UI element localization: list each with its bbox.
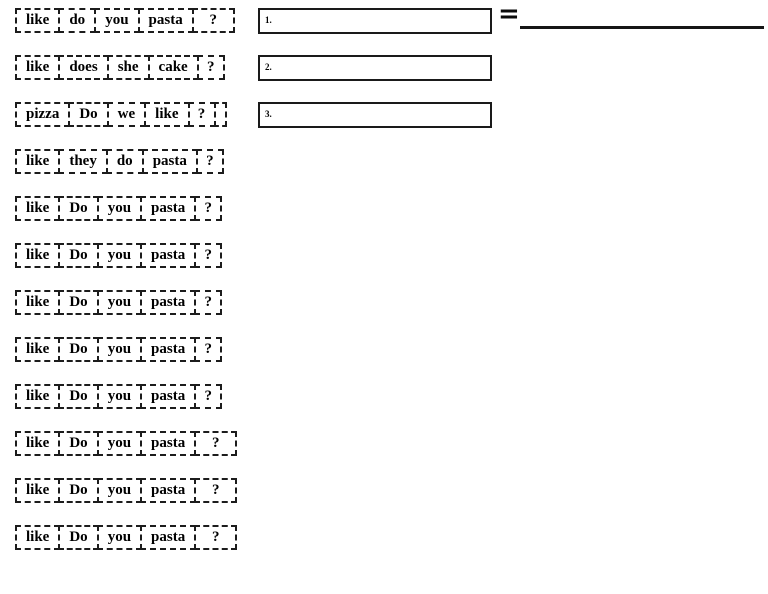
word-tile[interactable]: does <box>58 55 109 80</box>
word-tile[interactable]: cake <box>147 55 199 80</box>
question-mark-tile[interactable]: ? <box>194 478 238 503</box>
word-tile[interactable]: like <box>15 149 61 174</box>
word-tile[interactable]: Do <box>58 337 99 362</box>
word-tile[interactable]: pasta <box>140 525 197 550</box>
word-tile[interactable]: pasta <box>137 8 194 33</box>
word-tile[interactable]: you <box>96 196 143 221</box>
word-tile[interactable]: like <box>15 55 61 80</box>
word-tile[interactable]: you <box>96 384 143 409</box>
word-tile[interactable]: you <box>96 431 143 456</box>
word-tile[interactable]: pasta <box>140 337 197 362</box>
word-tile[interactable]: you <box>96 525 143 550</box>
word-tile[interactable]: pasta <box>140 196 197 221</box>
word-tile[interactable]: like <box>15 525 61 550</box>
word-tile[interactable]: you <box>94 8 140 33</box>
word-tile[interactable]: like <box>15 337 61 362</box>
answer-box-1[interactable]: 1. <box>258 8 492 34</box>
word-tile[interactable]: pizza <box>15 102 71 127</box>
answer-box-number: 2. <box>265 62 272 72</box>
question-mark-tile[interactable]: ? <box>191 8 235 33</box>
word-tile[interactable]: like <box>144 102 190 127</box>
word-tile[interactable]: like <box>15 290 61 315</box>
question-mark-tile[interactable]: ? <box>194 243 223 268</box>
word-tile[interactable]: like <box>15 478 61 503</box>
word-tile[interactable]: pasta <box>140 431 197 456</box>
word-tile[interactable]: we <box>106 102 147 127</box>
answer-box-3[interactable]: 3. <box>258 102 492 128</box>
word-tile[interactable]: you <box>96 290 143 315</box>
word-tile[interactable]: pasta <box>140 290 197 315</box>
word-tile[interactable]: Do <box>58 243 99 268</box>
strip-end-cap <box>213 102 227 127</box>
word-tile[interactable]: like <box>15 384 61 409</box>
word-tile[interactable]: Do <box>58 290 99 315</box>
word-tile[interactable]: she <box>106 55 150 80</box>
word-tile[interactable]: like <box>15 243 61 268</box>
word-tile[interactable]: pasta <box>140 478 197 503</box>
word-tile[interactable]: they <box>58 149 108 174</box>
question-mark-tile[interactable]: ? <box>194 525 238 550</box>
word-tile[interactable]: pasta <box>141 149 198 174</box>
word-tile[interactable]: Do <box>58 196 99 221</box>
word-tile[interactable]: Do <box>58 525 99 550</box>
question-mark-tile[interactable]: ? <box>194 196 223 221</box>
answer-box-2[interactable]: 2. <box>258 55 492 81</box>
word-tile[interactable]: Do <box>68 102 109 127</box>
equals-sign: = <box>498 0 520 29</box>
word-tile[interactable]: like <box>15 8 61 33</box>
word-tile[interactable]: like <box>15 431 61 456</box>
question-mark-tile[interactable]: ? <box>194 290 223 315</box>
word-tile[interactable]: you <box>96 337 143 362</box>
question-mark-tile[interactable]: ? <box>194 431 238 456</box>
question-mark-tile[interactable]: ? <box>194 337 223 362</box>
answer-box-number: 1. <box>265 15 272 25</box>
word-tile[interactable]: you <box>96 243 143 268</box>
word-tile[interactable]: Do <box>58 384 99 409</box>
word-tile[interactable]: pasta <box>140 243 197 268</box>
word-tile[interactable]: Do <box>58 431 99 456</box>
word-tile[interactable]: you <box>96 478 143 503</box>
question-mark-tile[interactable]: ? <box>195 149 224 174</box>
word-tile[interactable]: do <box>105 149 144 174</box>
question-mark-tile[interactable]: ? <box>196 55 225 80</box>
word-tile[interactable]: pasta <box>140 384 197 409</box>
answer-box-number: 3. <box>265 109 272 119</box>
word-tile[interactable]: do <box>58 8 97 33</box>
question-mark-tile[interactable]: ? <box>187 102 216 127</box>
word-tile[interactable]: Do <box>58 478 99 503</box>
word-tile[interactable]: like <box>15 196 61 221</box>
answer-blank-line[interactable] <box>520 8 764 29</box>
question-mark-tile[interactable]: ? <box>194 384 223 409</box>
